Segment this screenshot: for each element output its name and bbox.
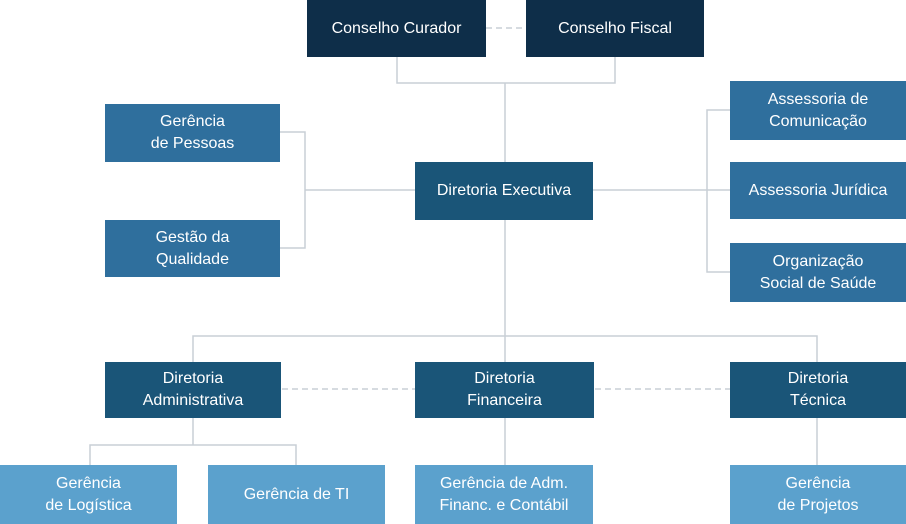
gerencia-adm-financ-box: Gerência de Adm. Financ. e Contábil bbox=[415, 465, 593, 524]
diretoria-financeira-box: Diretoria Financeira bbox=[415, 362, 594, 418]
gerencia-logistica-box: Gerência de Logística bbox=[0, 465, 177, 524]
gerencia-pessoas-box: Gerência de Pessoas bbox=[105, 104, 280, 162]
gerencia-ti-box: Gerência de TI bbox=[208, 465, 385, 524]
connector-executive-to-directors bbox=[192, 220, 818, 362]
assessoria-comunicacao-box: Assessoria de Comunicação bbox=[730, 81, 906, 140]
diretoria-executiva-box: Diretoria Executiva bbox=[415, 162, 593, 220]
gestao-qualidade-box: Gestão da Qualidade bbox=[105, 220, 280, 277]
diretoria-tecnica-box: Diretoria Técnica bbox=[730, 362, 906, 418]
connector-admin-managements bbox=[89, 418, 297, 465]
connector-left-support bbox=[280, 131, 415, 249]
assessoria-juridica-box: Assessoria Jurídica bbox=[730, 162, 906, 219]
conselho-curador-box: Conselho Curador bbox=[307, 0, 486, 57]
connector-councils bbox=[396, 57, 616, 84]
conselho-fiscal-box: Conselho Fiscal bbox=[526, 0, 704, 57]
connector-right-advisory bbox=[593, 109, 730, 273]
diretoria-administrativa-box: Diretoria Administrativa bbox=[105, 362, 281, 418]
gerencia-projetos-box: Gerência de Projetos bbox=[730, 465, 906, 524]
organizacao-social-box: Organização Social de Saúde bbox=[730, 243, 906, 302]
